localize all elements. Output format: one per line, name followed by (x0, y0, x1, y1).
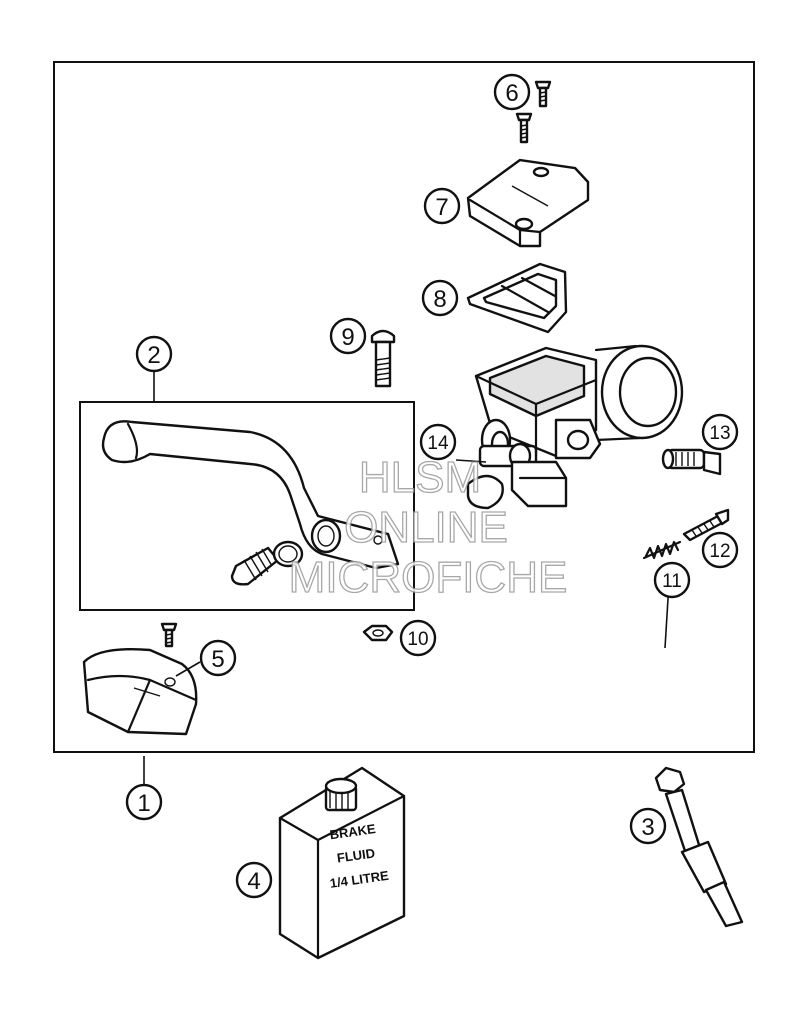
watermark-line-2: ONLINE (344, 503, 508, 552)
callout-6-label: 6 (505, 80, 518, 107)
piston-pushrod-14 (466, 442, 568, 510)
nut-10 (362, 624, 394, 642)
callout-3: 3 (629, 807, 667, 845)
callout-4: 4 (235, 861, 273, 899)
callout-1-label: 1 (137, 790, 150, 817)
membrane-gasket-8 (466, 262, 568, 334)
grub-screw-12 (682, 508, 730, 542)
reservoir-cover-7 (466, 158, 590, 248)
callout-11: 11 (653, 561, 691, 599)
callout-6: 6 (493, 73, 531, 111)
callout-8-label: 8 (433, 286, 446, 313)
bottle-label-line-2: FLUID (336, 845, 376, 865)
callout-8: 8 (421, 279, 459, 317)
callout-10: 10 (399, 619, 437, 657)
callout-10-label: 10 (407, 629, 428, 650)
callout-4-label: 4 (247, 868, 260, 895)
callout-2: 2 (135, 335, 173, 373)
lever-subassembly-frame (79, 401, 415, 611)
cover-5 (82, 622, 198, 736)
callout-2-label: 2 (147, 342, 160, 369)
callout-1: 1 (125, 783, 163, 821)
callout-3-label: 3 (641, 814, 654, 841)
screw-6 (515, 80, 552, 144)
callout-13-label: 13 (709, 423, 730, 444)
callout-9-label: 9 (341, 324, 354, 351)
brake-fluid-bottle-4: BRAKE FLUID 1/4 LITRE (278, 766, 406, 960)
callout-14-label: 14 (427, 433, 449, 454)
watermark-line-1: HLSM (359, 453, 481, 502)
callout-13: 13 (701, 413, 739, 451)
adjuster-screw-13 (661, 448, 722, 476)
watermark: HLSM ONLINE MICROFICHE (288, 452, 568, 602)
callout-5-label: 5 (211, 646, 224, 673)
brake-hose-3 (654, 766, 744, 928)
watermark-line-3: MICROFICHE (289, 553, 568, 602)
spring-11 (642, 540, 682, 560)
callout-9: 9 (329, 317, 367, 355)
bolt-9 (370, 329, 396, 388)
callout-5: 5 (199, 639, 237, 677)
callout-12: 12 (701, 531, 739, 569)
callout-12-label: 12 (709, 541, 730, 562)
master-cylinder-body (474, 344, 684, 462)
brake-lever-2 (101, 420, 400, 586)
assembly-frame (53, 61, 755, 753)
callout-11-label: 11 (662, 571, 682, 592)
bottle-label-line-1: BRAKE (329, 821, 377, 842)
callout-7: 7 (423, 187, 461, 225)
callout-14: 14 (419, 423, 457, 461)
callout-7-label: 7 (435, 194, 448, 221)
